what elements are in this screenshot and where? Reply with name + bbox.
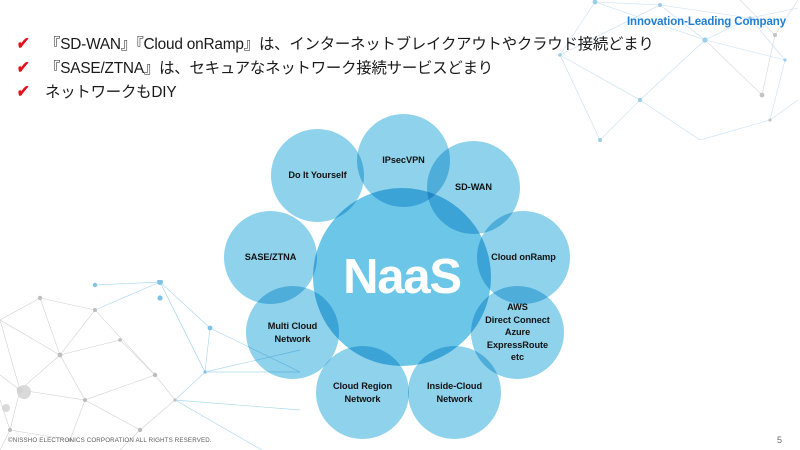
list-item: ✔ ネットワークもDIY <box>12 82 782 105</box>
bullet-text: 『SD-WAN』『Cloud onRamp』は、インターネットブレイクアウトやク… <box>45 36 654 53</box>
diagram-petal-label: IPsecVPN <box>382 155 425 166</box>
diagram-petal-label: SASE/ZTNA <box>244 252 297 263</box>
diagram-center-label: NaaS <box>343 250 462 304</box>
bullet-text: 『SASE/ZTNA』は、セキュアなネットワーク接続サービスどまり <box>45 60 493 77</box>
copyright-notice: ©NISSHO ELECTRONICS CORPORATION ALL RIGH… <box>8 437 212 444</box>
page-number: 5 <box>776 435 782 445</box>
check-icon: ✔ <box>15 82 31 101</box>
diagram-petal-label: SD-WAN <box>455 182 492 193</box>
diagram-petal-do-it-yourself: Do It Yourself <box>269 127 366 224</box>
brand-tagline: Innovation-Leading Company <box>626 16 786 28</box>
check-icon: ✔ <box>15 58 31 77</box>
diagram-petal-label: Do It Yourself <box>288 170 347 181</box>
list-item: ✔ 『SD-WAN』『Cloud onRamp』は、インターネットブレイクアウト… <box>12 34 782 57</box>
bullet-text: ネットワークもDIY <box>45 84 177 101</box>
bullet-list: ✔ 『SD-WAN』『Cloud onRamp』は、インターネットブレイクアウト… <box>12 34 782 106</box>
diagram-petal-sase-ztna: SASE/ZTNA <box>222 209 319 306</box>
list-item: ✔ 『SASE/ZTNA』は、セキュアなネットワーク接続サービスどまり <box>12 58 782 81</box>
check-icon: ✔ <box>15 34 31 53</box>
diagram-petal-label: Cloud onRamp <box>491 252 556 263</box>
